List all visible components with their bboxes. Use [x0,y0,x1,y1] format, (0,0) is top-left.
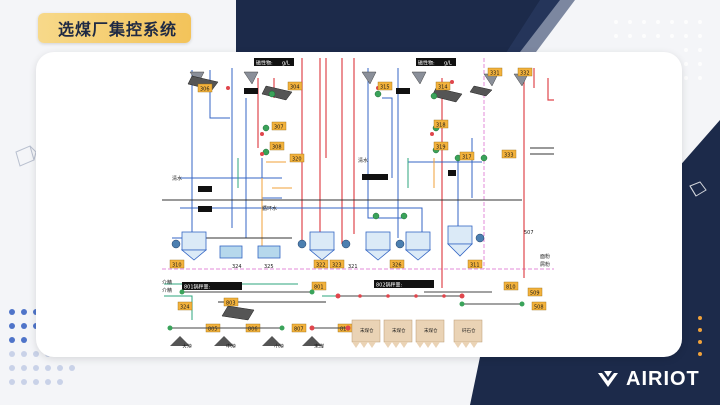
tag-508: 508 [534,305,544,311]
tag-331: 331 [490,71,500,77]
tag-326: 326 [392,263,402,269]
belt-scale-801-label: 801锅秤量: [184,284,211,291]
label-medium-2: 介精 [162,287,172,294]
tag-321: 321 [348,264,358,270]
tag-806: 806 [248,327,258,333]
tag-308: 308 [272,145,282,151]
tag-324b: 324 [180,305,190,311]
silo-label-4: 矸石仓 [462,327,476,334]
tag-315: 315 [380,85,390,91]
label-powder-1: 面粉 [540,253,550,260]
label-clear-water-1: 清水 [172,175,182,182]
belt-scale-801 [182,282,242,290]
silo-label-3: 末煤仓 [424,327,438,334]
tag-323: 323 [332,263,342,269]
diagram-card [36,52,682,357]
tag-803: 803 [226,301,236,307]
tag-317: 317 [462,155,472,161]
tag-333: 333 [504,153,514,159]
airiot-logo-text: AIRIOT [626,368,700,390]
tag-310: 310 [172,263,182,269]
magnetic-readout-1 [254,58,294,66]
tag-324: 324 [232,264,242,270]
tag-311: 311 [470,263,480,269]
tag-304: 304 [290,85,300,91]
process-diagram: 磁性物: g/L 磁性物: g/L [162,58,554,348]
slide-title-badge: 选煤厂集控系统 [38,13,192,43]
tag-807: 807 [294,327,304,333]
tag-306: 306 [200,87,210,93]
label-clear-water-2: 清水 [358,157,368,164]
product-medium-block: 中块 [226,343,236,348]
label-medium-1: 介精 [162,279,172,286]
product-fine-coal: 末煤 [314,343,324,348]
tag-332: 332 [520,71,530,77]
product-large-block: 大块 [182,343,192,348]
magnetic-label-2: 磁性物: [418,60,435,67]
airiot-logo: AIRIOT [596,368,700,391]
tag-801: 801 [314,285,324,291]
magnetic-unit-1: g/L [282,61,290,67]
belt-scale-802 [374,280,434,288]
tag-509: 509 [530,291,540,297]
magnetic-unit-2: g/L [444,61,452,67]
tag-810: 810 [506,285,516,291]
tag-507: 507 [524,230,534,236]
tag-314: 314 [438,85,448,91]
label-powder-2: 屑粉 [540,261,550,268]
silo-label-1: 末煤仓 [360,327,374,334]
tag-320: 320 [292,157,302,163]
silo-label-2: 末煤仓 [392,327,406,334]
tag-811: 811 [340,327,350,333]
label-circulating-water: 循环水 [262,205,277,212]
tag-319: 319 [436,145,446,151]
tag-307: 307 [274,125,284,131]
airiot-logo-icon [598,370,618,387]
tag-805: 805 [208,327,218,333]
belt-scale-802-label: 802锅秤量: [376,282,403,289]
tag-318: 318 [436,123,446,129]
classifying-screen [221,305,255,321]
magnetic-label-1: 磁性物: [256,60,273,67]
tag-325: 325 [264,264,274,270]
slide-title: 选煤厂集控系统 [58,20,178,39]
tag-322: 322 [316,263,326,269]
product-small-block: 小块 [274,343,284,348]
magnetic-readout-2 [416,58,456,66]
